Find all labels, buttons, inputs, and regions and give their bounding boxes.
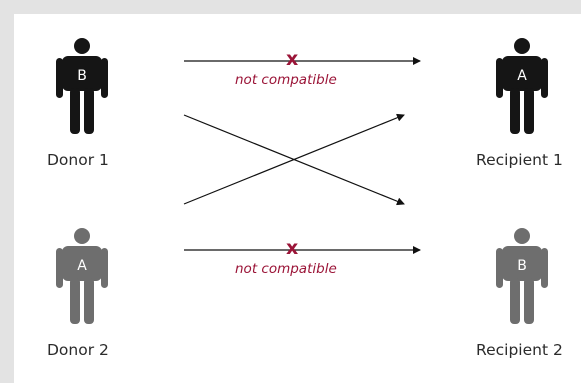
incompatible-x-icon: x	[286, 48, 299, 70]
incompatible-x-icon: x	[286, 237, 299, 259]
recipient1-person-icon	[496, 38, 548, 134]
recipient2-label: Recipient 2	[476, 341, 563, 359]
donor1-blood-type: B	[77, 68, 87, 84]
recipient1-blood-type: A	[517, 68, 527, 84]
recipient1-label: Recipient 1	[476, 151, 563, 169]
not-compatible-label: not compatible	[235, 72, 337, 88]
donor2-label: Donor 2	[47, 341, 109, 359]
not-compatible-label: not compatible	[235, 261, 337, 277]
recipient2-blood-type: B	[517, 258, 527, 274]
donor1-label: Donor 1	[47, 151, 109, 169]
diagram-panel	[14, 14, 581, 383]
recipient2-person-icon	[496, 228, 548, 324]
donor1-person-icon	[56, 38, 108, 134]
arrow-donor2-recipient1	[183, 113, 405, 205]
donor2-blood-type: A	[77, 258, 87, 274]
donor2-person-icon	[56, 228, 108, 324]
